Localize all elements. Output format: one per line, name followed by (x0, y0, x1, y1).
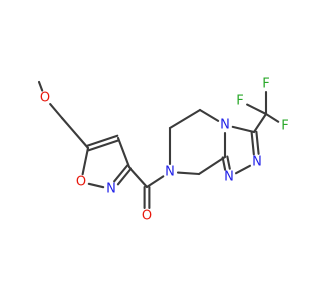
bond-n_triazole_1-c3t-line2 (255, 130, 260, 155)
bond-c_co-n_amide (145, 175, 165, 189)
atom-f-top: F (262, 77, 269, 92)
atom-f-right: F (281, 119, 288, 134)
bond-c5-c4-line1 (86, 134, 119, 147)
bond-c3t-cf3 (252, 112, 268, 134)
bond-ch2-c5 (60, 116, 90, 150)
bond-me-o_ether (37, 80, 44, 92)
bond-cf3-f_left (246, 103, 268, 116)
bond-c3-n_isox-line2 (113, 164, 129, 183)
bond-n_triazole_2-n_triazole_1 (235, 164, 251, 175)
bond-c8a-n_triazole_2-line2 (221, 156, 227, 171)
bond-c5r-c6r (168, 108, 202, 130)
atom-n-triazole-2: N (224, 170, 234, 185)
bond-c5-c4-line2 (87, 139, 120, 152)
atom-n-isox: N (106, 182, 116, 197)
bond-c8a-n_triazole_2-line1 (226, 155, 231, 170)
bond-c3-c_co (127, 165, 149, 189)
atom-n-amide: N (165, 165, 175, 180)
bond-n_fused-c5r (198, 108, 220, 122)
atom-o-isox: O (76, 175, 86, 190)
atom-f-left: F (236, 94, 243, 109)
bond-n_isox-o_isox (87, 182, 105, 189)
bond-c4-c3 (116, 136, 131, 169)
bond-c8-c8a (197, 155, 227, 176)
atom-o-ether: O (40, 91, 50, 106)
atom-o-carbonyl: O (142, 209, 152, 224)
bond-c3-n_isox-line1 (116, 167, 132, 186)
bond-n_triazole_1-c3t-line1 (250, 131, 255, 156)
atom-n-fused: N (220, 118, 230, 133)
bond-c3t-n_fused (231, 125, 256, 134)
bond-cf3-f_right (264, 112, 280, 123)
bond-o_ether-ch2 (49, 103, 64, 120)
bond-layer (37, 80, 280, 210)
bond-o_isox-c5 (81, 146, 90, 176)
atom-n-triazole-1: N (252, 155, 262, 170)
bond-n_amide-c8 (176, 171, 201, 176)
